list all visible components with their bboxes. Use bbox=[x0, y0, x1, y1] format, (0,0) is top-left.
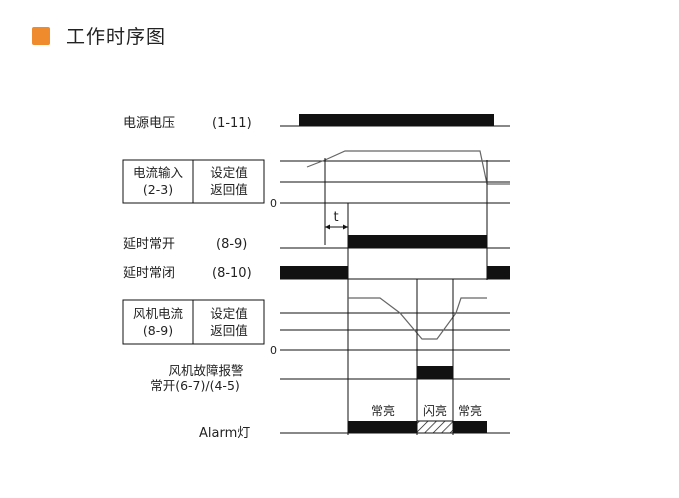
alarm-state-on-2: 常亮 bbox=[458, 403, 482, 418]
delay-arrow-left-icon bbox=[325, 224, 330, 230]
delay-t-label: t bbox=[333, 210, 338, 225]
alarm-flash-bar bbox=[416, 420, 454, 434]
delay-arrow-right-icon bbox=[343, 224, 348, 230]
current-return-value-label: 返回值 bbox=[210, 182, 248, 197]
delay-no-on-bar bbox=[348, 235, 487, 248]
power-on-bar bbox=[299, 114, 494, 126]
current-waveform bbox=[306, 150, 510, 185]
current-set-value-label: 设定值 bbox=[210, 165, 248, 180]
power-label: 电源电压 bbox=[123, 116, 175, 131]
fan-zero-label: 0 bbox=[270, 344, 277, 357]
power-pins: (1-11) bbox=[212, 116, 252, 131]
fan-fault-pins: 常开(6-7)/(4-5) bbox=[150, 378, 240, 393]
delay-nc-on-bar-1 bbox=[280, 266, 348, 279]
fan-current-label: 风机电流 bbox=[133, 306, 184, 321]
delay-no-pins: (8-9) bbox=[216, 237, 247, 252]
fan-current-waveform bbox=[348, 297, 487, 340]
delay-nc-on-bar-2 bbox=[487, 266, 510, 279]
fan-set-value-label: 设定值 bbox=[210, 306, 248, 321]
alarm-steady-bar-2 bbox=[453, 421, 487, 433]
alarm-state-flash: 闪亮 bbox=[423, 403, 447, 418]
alarm-state-on-1: 常亮 bbox=[371, 403, 395, 418]
orange-square-icon bbox=[32, 27, 50, 45]
current-input-pins: (2-3) bbox=[143, 182, 173, 197]
current-input-label: 电流输入 bbox=[133, 165, 184, 180]
fan-fault-on-bar bbox=[417, 366, 453, 379]
alarm-lamp-label: Alarm灯 bbox=[199, 426, 250, 441]
page-title: 工作时序图 bbox=[66, 26, 167, 48]
delay-nc-label: 延时常闭 bbox=[123, 266, 175, 281]
fan-fault-label: 风机故障报警 bbox=[168, 363, 243, 378]
delay-no-label: 延时常开 bbox=[123, 237, 175, 252]
fan-return-value-label: 返回值 bbox=[210, 323, 248, 338]
current-zero-label: 0 bbox=[270, 197, 277, 210]
alarm-steady-bar-1 bbox=[348, 421, 417, 433]
delay-nc-pins: (8-10) bbox=[212, 266, 252, 281]
fan-current-pins: (8-9) bbox=[143, 323, 173, 338]
